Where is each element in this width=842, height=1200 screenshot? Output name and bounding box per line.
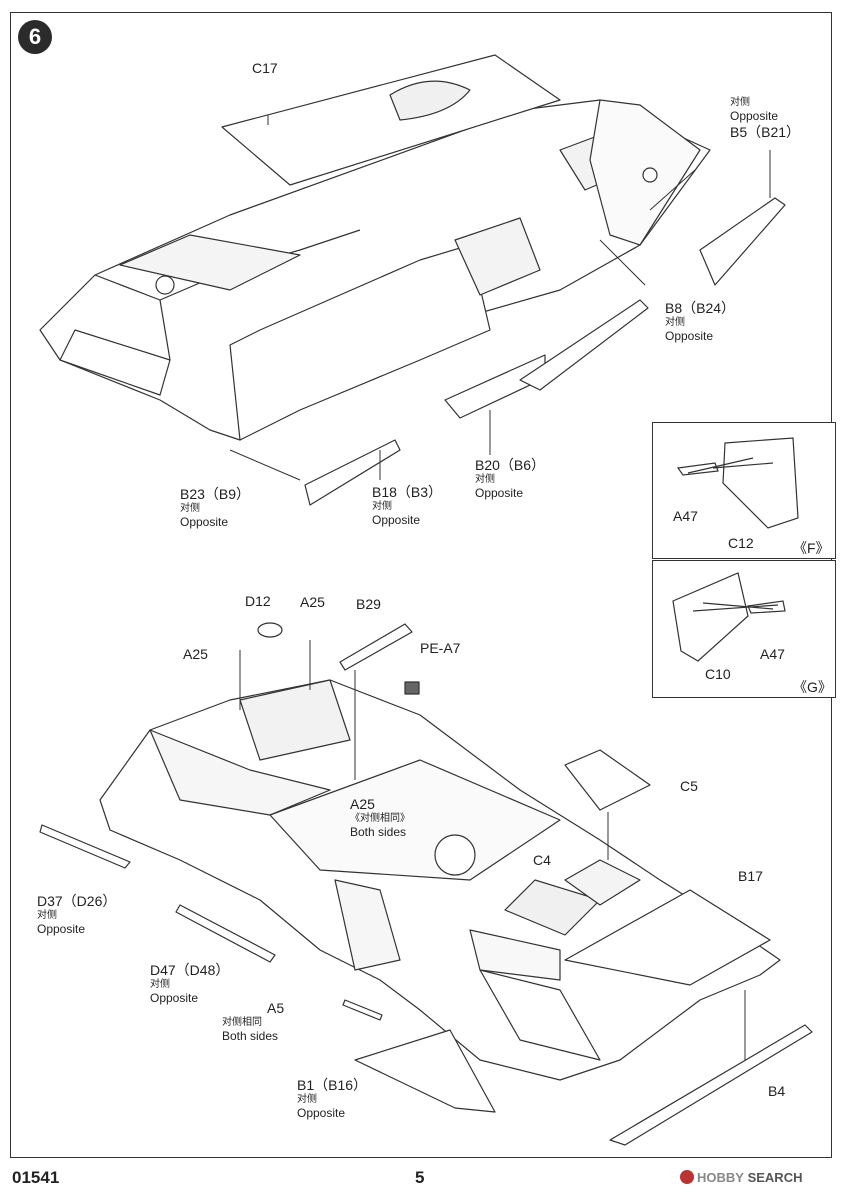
d12-part — [257, 622, 283, 638]
inset-f-c12-label: C12 — [728, 535, 754, 551]
label-b1-code: B1（B16） — [297, 1077, 368, 1093]
label-a25-mid-en: Both sides — [350, 825, 407, 839]
b18-panel — [304, 439, 401, 506]
label-d37-en: Opposite — [37, 922, 86, 936]
label-b8-en: Opposite — [665, 329, 714, 343]
label-a25-top: A25 — [300, 594, 325, 610]
label-b20-code: B20（B6） — [475, 457, 546, 473]
watermark-logo-icon — [680, 1170, 694, 1184]
label-b8-cn: 对侧 — [665, 317, 685, 328]
label-b5-code: B5（B21） — [730, 124, 801, 140]
inset-f: A47 C12 《F》 — [652, 422, 836, 559]
c5-part — [564, 749, 651, 811]
label-b1-cn: 对侧 — [297, 1094, 317, 1105]
label-d37: D37（D26） 对侧 Opposite — [37, 893, 116, 937]
label-c4: C4 — [533, 852, 551, 868]
label-a5-code: A5 — [267, 1000, 285, 1016]
watermark: HOBBY SEARCH — [680, 1170, 802, 1185]
watermark-text-b: SEARCH — [747, 1170, 803, 1185]
label-b23: B23（B9） 对侧 Opposite — [180, 486, 250, 530]
label-a25-mid-code: A25 — [350, 796, 375, 812]
label-b23-code: B23（B9） — [180, 486, 251, 502]
label-b18-code: B18（B3） — [372, 484, 443, 500]
inset-g-drawing — [672, 572, 786, 662]
pe-a7-part — [404, 681, 420, 695]
label-c17: C17 — [252, 60, 278, 76]
page-number: 5 — [415, 1168, 425, 1187]
label-b5-cn: 对侧 — [730, 97, 750, 108]
b17-plate — [564, 889, 771, 986]
label-d47-code: D47（D48） — [150, 962, 230, 978]
label-d47: D47（D48） 对侧 Opposite — [150, 962, 229, 1006]
label-a25-left: A25 — [183, 646, 208, 662]
b5-panel — [699, 197, 786, 286]
product-code: 01541 — [12, 1168, 60, 1187]
label-b18-en: Opposite — [372, 513, 421, 527]
label-a25-mid: A25 《对侧相同》 Both sides — [350, 796, 410, 840]
label-d47-cn: 对侧 — [150, 979, 170, 990]
label-b17: B17 — [738, 868, 763, 884]
label-b20: B20（B6） 对侧 Opposite — [475, 457, 545, 501]
label-d37-code: D37（D26） — [37, 893, 117, 909]
label-a5-cn: 对侧相同 — [222, 1017, 262, 1028]
lower-hull-body — [99, 679, 781, 1081]
label-b23-en: Opposite — [180, 515, 229, 529]
label-b1-en: Opposite — [297, 1106, 346, 1120]
inset-g-a47-label: A47 — [760, 646, 785, 662]
label-b8: B8（B24） 对侧 Opposite — [665, 300, 735, 344]
b1-panel — [354, 1029, 496, 1113]
label-a5: A5 对侧相同 Both sides — [222, 1000, 284, 1044]
label-b4: B4 — [768, 1083, 786, 1099]
label-b5-en: Opposite — [730, 109, 779, 123]
b29-part — [339, 623, 413, 671]
a5-part — [342, 999, 383, 1021]
watermark-text-a: HOBBY — [697, 1170, 744, 1185]
label-b5: 对侧 Opposite B5（B21） — [730, 96, 800, 140]
b20-panel — [444, 354, 546, 419]
label-a25-mid-cn: 《对侧相同》 — [350, 813, 410, 824]
inset-g-tag: 《G》 — [793, 679, 832, 695]
label-b20-en: Opposite — [475, 486, 524, 500]
inset-g-c10-label: C10 — [705, 666, 731, 682]
inset-g: C10 A47 《G》 — [652, 560, 836, 698]
inset-f-drawing — [676, 437, 799, 529]
d47-strip — [175, 904, 276, 963]
label-c5: C5 — [680, 778, 698, 794]
b4-panel — [609, 1024, 813, 1146]
inset-f-a47-label: A47 — [673, 508, 698, 524]
label-b1: B1（B16） 对侧 Opposite — [297, 1077, 367, 1121]
step-number-badge: 6 — [18, 20, 52, 54]
label-d12: D12 — [245, 593, 271, 609]
d37-strip — [39, 824, 131, 869]
label-a5-en: Both sides — [222, 1029, 279, 1043]
label-b18: B18（B3） 对侧 Opposite — [372, 484, 442, 528]
label-b8-code: B8（B24） — [665, 300, 736, 316]
inset-f-tag: 《F》 — [793, 540, 830, 556]
label-b29: B29 — [356, 596, 381, 612]
label-b23-cn: 对侧 — [180, 503, 200, 514]
label-d47-en: Opposite — [150, 991, 199, 1005]
label-d37-cn: 对侧 — [37, 910, 57, 921]
label-pe-a7: PE-A7 — [420, 640, 461, 656]
c17-plate — [221, 54, 561, 186]
label-b18-cn: 对侧 — [372, 501, 392, 512]
upper-hull-body — [39, 99, 711, 441]
label-b20-cn: 对侧 — [475, 474, 495, 485]
